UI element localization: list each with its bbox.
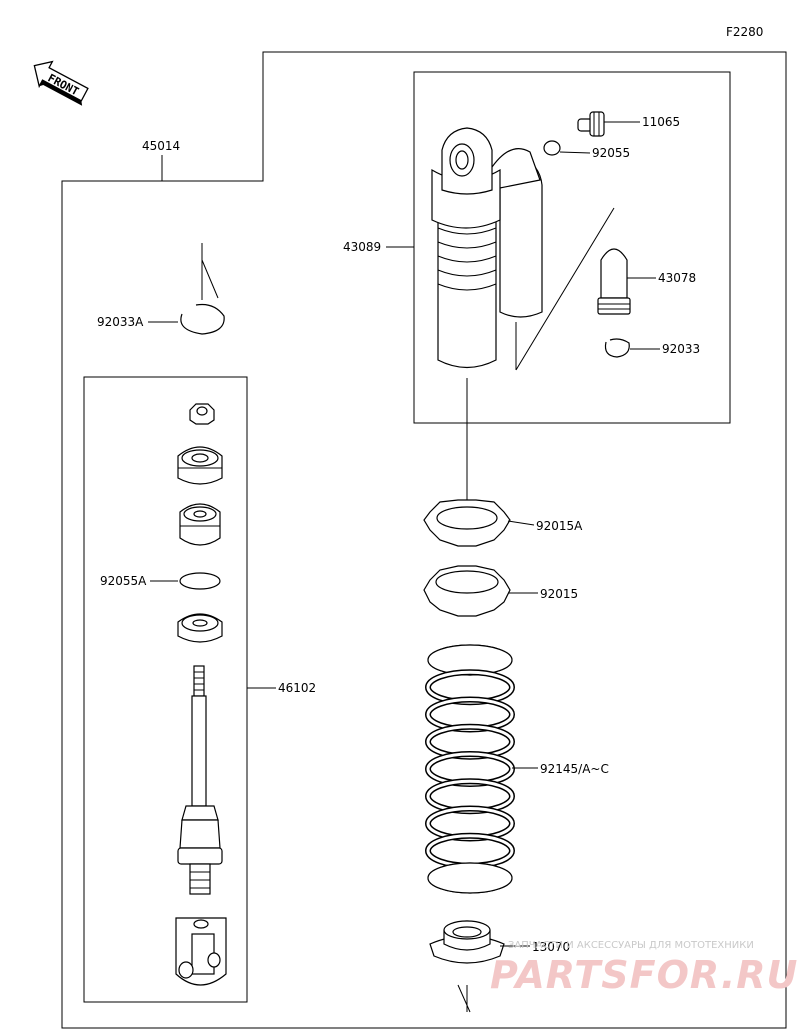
shock-rod-part bbox=[177, 665, 223, 895]
bladder-part-43078 bbox=[597, 248, 656, 315]
seal-head-part bbox=[177, 446, 223, 485]
label-13070: 13070 bbox=[532, 940, 570, 954]
watermark-brand: PARTSFOR.RU bbox=[490, 953, 798, 997]
nut-part bbox=[189, 403, 215, 425]
oring-part-92055 bbox=[543, 140, 561, 156]
bump-rubber-part bbox=[179, 503, 221, 546]
label-43089: 43089 bbox=[343, 240, 381, 254]
label-11065: 11065 bbox=[642, 115, 680, 129]
circlip-part-92033 bbox=[604, 338, 630, 358]
lock-nut-part-92015A bbox=[423, 499, 535, 547]
label-92033: 92033 bbox=[662, 342, 700, 356]
subassembly-box-46102 bbox=[83, 376, 248, 1003]
label-43078: 43078 bbox=[658, 271, 696, 285]
label-92145: 92145/A~C bbox=[540, 762, 609, 776]
label-92033A: 92033A bbox=[97, 315, 144, 329]
shock-body-part bbox=[431, 127, 615, 371]
watermark-tagline: ЗАПЧАСТИ И АКСЕССУАРЫ ДЛЯ МОТОТЕХНИКИ bbox=[508, 940, 754, 951]
diagram-code: F2280 bbox=[726, 25, 763, 39]
spring-seat-part-13070 bbox=[429, 920, 530, 1013]
label-92015: 92015 bbox=[540, 587, 578, 601]
adjust-nut-part-92015 bbox=[423, 565, 538, 617]
assembly-outline-45014 bbox=[61, 51, 787, 1029]
label-46102: 46102 bbox=[278, 681, 316, 695]
valve-part-11065 bbox=[577, 111, 640, 137]
cap-part bbox=[177, 613, 223, 643]
label-92055: 92055 bbox=[592, 146, 630, 160]
label-92055A: 92055A bbox=[100, 574, 147, 588]
circlip-part-92033A bbox=[180, 303, 225, 335]
clevis-part bbox=[175, 917, 227, 986]
spring-part-92145 bbox=[425, 644, 538, 894]
label-45014: 45014 bbox=[142, 139, 180, 153]
front-arrow-icon: FRONT bbox=[33, 60, 89, 106]
label-92015A: 92015A bbox=[536, 519, 583, 533]
oring-part-92055A bbox=[179, 572, 221, 590]
